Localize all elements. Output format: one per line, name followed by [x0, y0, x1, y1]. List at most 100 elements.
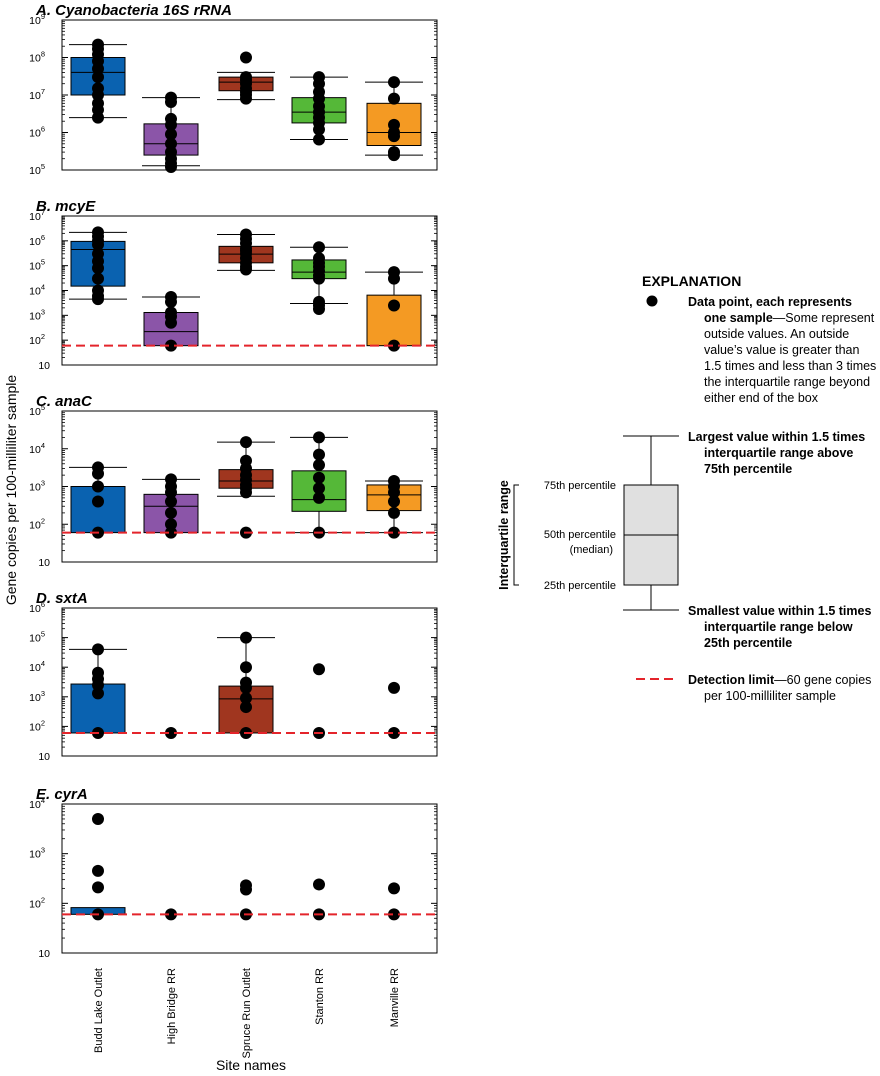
explanation-smallest-3: 25th percentile: [704, 636, 792, 650]
y-tick-exponent: 3: [41, 846, 45, 855]
data-point: [165, 96, 177, 109]
data-point: [92, 467, 104, 480]
explanation-detection-text-2: per 100-milliliter sample: [704, 689, 836, 703]
y-tick-exponent: 2: [41, 516, 45, 525]
y-tick-label: 102: [29, 895, 45, 910]
y-tick-label: 105: [29, 630, 45, 645]
explanation: EXPLANATION Data point, each represents …: [497, 273, 876, 703]
data-point: [165, 339, 177, 352]
data-point: [388, 130, 400, 143]
y-tick-label: 10: [38, 948, 50, 960]
y-tick-base: 10: [29, 406, 41, 418]
data-point: [388, 272, 400, 285]
data-point: [165, 506, 177, 519]
y-tick-exponent: 6: [41, 600, 45, 609]
y-tick-label: 108: [29, 50, 45, 65]
y-tick-exponent: 8: [41, 50, 45, 59]
data-point: [165, 316, 177, 329]
data-point: [92, 89, 104, 101]
y-tick-base: 10: [29, 633, 41, 645]
explanation-largest-2: interquartile range above: [704, 446, 853, 460]
y-tick-label: 102: [29, 718, 45, 733]
data-point: [388, 76, 400, 89]
y-tick-label: 10: [38, 360, 50, 372]
y-tick-label: 10: [38, 751, 50, 763]
y-tick-base: 10: [29, 236, 41, 248]
category-label-budd-lake-outlet: Budd Lake Outlet: [93, 968, 105, 1053]
y-tick-base: 10: [29, 286, 41, 298]
y-tick-exponent: 4: [41, 796, 45, 805]
explanation-median: (median): [570, 544, 613, 556]
box-budd-lake-outlet: [69, 461, 127, 539]
box-budd-lake-outlet: [69, 643, 127, 739]
y-tick-exponent: 2: [41, 718, 45, 727]
data-point: [313, 431, 325, 444]
category-label-high-bridge-rr: High Bridge RR: [166, 968, 178, 1044]
data-point: [388, 681, 400, 694]
data-point: [313, 241, 325, 254]
explanation-datapoint-text-4: 1.5 times and less than 3 times: [704, 359, 876, 373]
explanation-data-point-marker: [646, 295, 658, 307]
data-point: [313, 471, 325, 484]
data-point: [388, 526, 400, 539]
box-stanton-rr: [290, 71, 348, 146]
box-spruce-run-outlet: [217, 228, 275, 276]
y-tick-exponent: 5: [41, 403, 45, 412]
data-point: [165, 128, 177, 141]
box-high-bridge-rr: [165, 908, 177, 921]
y-tick-base: 10: [29, 444, 41, 456]
y-tick-base: 10: [29, 261, 41, 273]
y-tick-base: 10: [29, 335, 41, 347]
y-tick-exponent: 7: [41, 87, 45, 96]
y-tick-label: 105: [29, 162, 45, 177]
y-tick-exponent: 3: [41, 479, 45, 488]
data-point: [388, 495, 400, 508]
panel-title-anac: C. anaC: [36, 393, 93, 410]
explanation-smallest-1: Smallest value within 1.5 times: [688, 604, 871, 618]
y-tick-base: 10: [29, 128, 41, 140]
data-point: [313, 482, 325, 495]
data-point: [165, 118, 177, 131]
panel-title-sxta: D. sxtA: [36, 590, 88, 607]
y-tick-base: 10: [29, 165, 41, 177]
y-tick-exponent: 7: [41, 208, 45, 217]
data-point: [165, 518, 177, 531]
y-tick-base: 10: [38, 360, 50, 372]
data-point: [313, 491, 325, 504]
explanation-datapoint-line-2: one sample—Some represent: [704, 311, 875, 325]
data-point: [165, 526, 177, 539]
explanation-datapoint-bold-1: Data point, each represents: [688, 295, 852, 309]
data-point: [92, 812, 104, 825]
plot-frame-sxta: [61, 607, 438, 757]
box-manville-rr: [388, 882, 400, 921]
explanation-detection-bold: Detection limit: [688, 673, 775, 687]
data-point: [388, 299, 400, 312]
y-tick-base: 10: [38, 948, 50, 960]
data-point: [313, 663, 325, 676]
explanation-datapoint-text-2: outside values. An outside: [704, 327, 849, 341]
y-tick-label: 10: [38, 557, 50, 569]
category-label-stanton-rr: Stanton RR: [314, 968, 326, 1025]
y-tick-exponent: 5: [41, 258, 45, 267]
y-tick-base: 10: [29, 799, 41, 811]
y-tick-base: 10: [29, 310, 41, 322]
data-point: [92, 272, 104, 285]
data-point: [313, 123, 325, 136]
explanation-largest-1: Largest value within 1.5 times: [688, 430, 865, 444]
data-point: [165, 486, 177, 499]
box-spruce-run-outlet: [217, 51, 275, 105]
y-tick-base: 10: [29, 721, 41, 733]
y-tick-base: 10: [38, 557, 50, 569]
data-point: [92, 262, 104, 275]
data-point: [240, 486, 252, 499]
data-point: [240, 692, 252, 705]
data-point: [388, 882, 400, 895]
